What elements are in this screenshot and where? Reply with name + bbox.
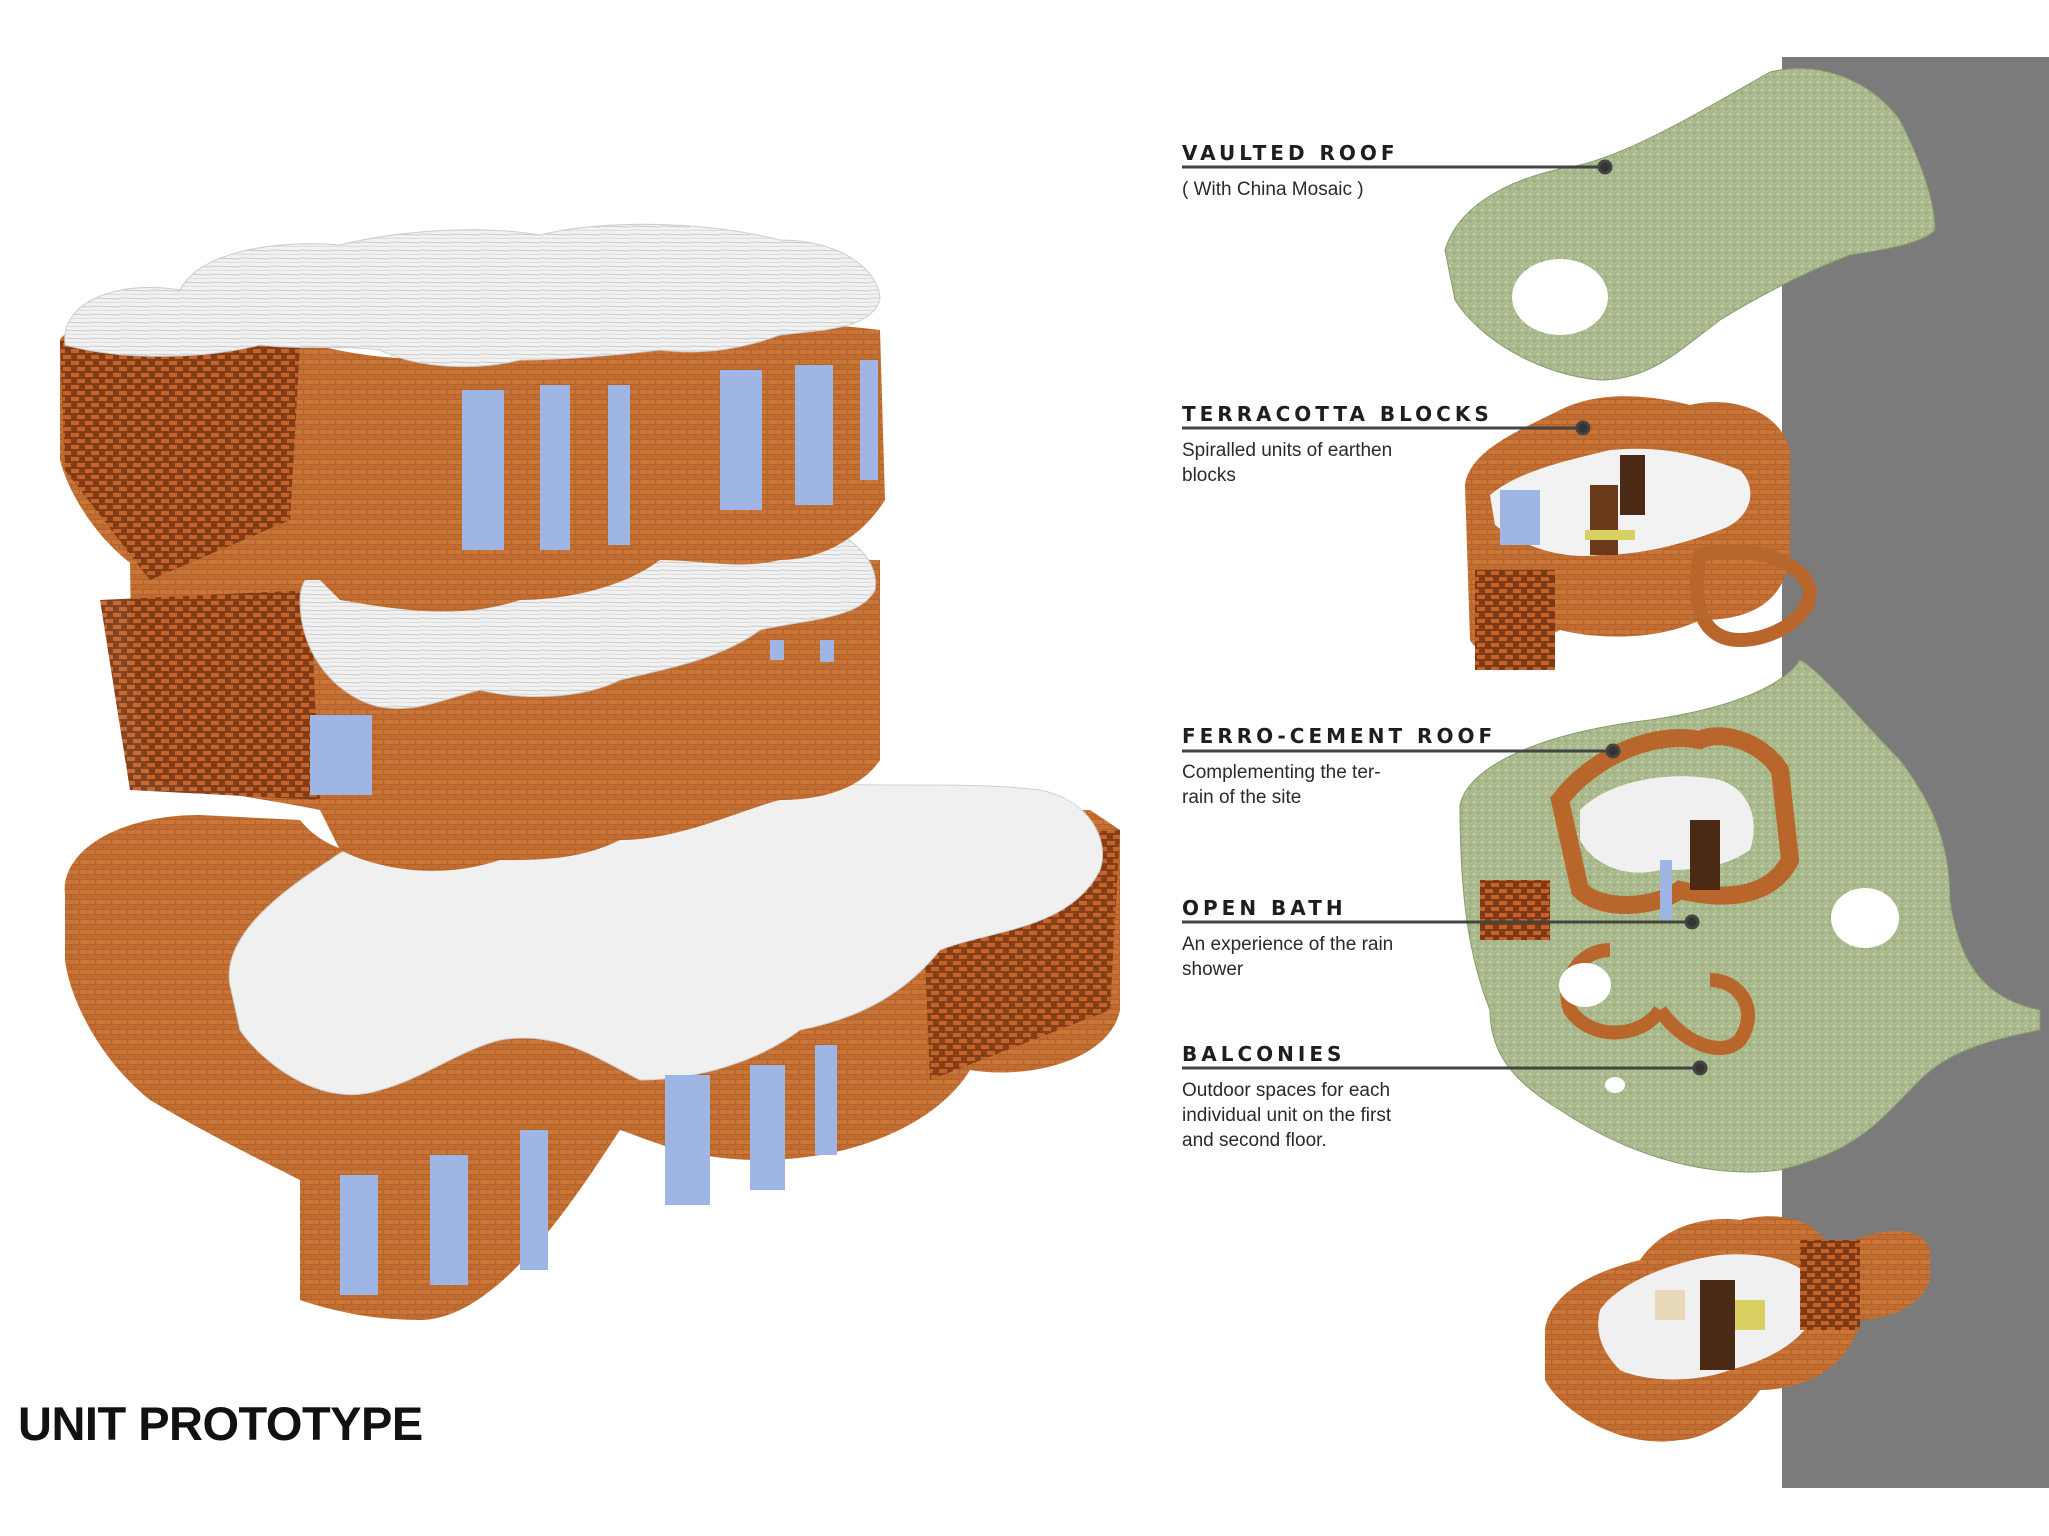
label-open-bath: OPEN BATH An experience of the rain show… bbox=[1182, 896, 1602, 982]
label-description: Spiralled units of earthen blocks bbox=[1182, 440, 1393, 486]
ferro-roof-opening-1 bbox=[1831, 888, 1899, 948]
label-title: BALCONIES bbox=[1182, 1042, 1346, 1066]
ferro-roof-opening-3 bbox=[1605, 1077, 1625, 1093]
callout-leaders bbox=[1182, 159, 1708, 1076]
label-vaulted-roof: VAULTED ROOF ( With China Mosaic ) bbox=[1182, 141, 1602, 202]
roof-slab bbox=[64, 223, 881, 368]
label-description: ( With China Mosaic ) bbox=[1182, 179, 1364, 200]
label-title: OPEN BATH bbox=[1182, 896, 1347, 920]
label-balconies: BALCONIES Outdoor spaces for each indivi… bbox=[1182, 1042, 1602, 1153]
ferro-cement-roof-slab bbox=[1459, 659, 2041, 1173]
second-floor-jali-screen bbox=[60, 340, 300, 580]
ground-floor-windows bbox=[340, 1045, 837, 1295]
label-title: VAULTED ROOF bbox=[1182, 141, 1399, 165]
label-title: FERRO-CEMENT ROOF bbox=[1182, 724, 1497, 748]
terracotta-blocks-model bbox=[1465, 396, 1818, 670]
ground-floor-plan-model bbox=[1545, 1216, 1930, 1442]
label-terracotta-blocks: TERRACOTTA BLOCKS Spiralled units of ear… bbox=[1182, 402, 1602, 488]
first-floor-windows bbox=[310, 640, 834, 795]
first-floor-jali-screen bbox=[100, 590, 320, 800]
first-floor-plan-model bbox=[1480, 727, 1800, 1056]
ferro-roof-opening-2 bbox=[1559, 963, 1611, 1007]
label-ferro-cement-roof: FERRO-CEMENT ROOF Complementing the ter-… bbox=[1182, 724, 1602, 810]
page-title: UNIT PROTOTYPE bbox=[18, 1397, 423, 1450]
label-description: Complementing the ter- rain of the site bbox=[1182, 762, 1381, 808]
second-floor-windows bbox=[462, 360, 878, 550]
label-title: TERRACOTTA BLOCKS bbox=[1182, 402, 1493, 426]
label-description: An experience of the rain shower bbox=[1182, 934, 1394, 980]
vaulted-roof-oculus bbox=[1512, 259, 1608, 335]
label-description: Outdoor spaces for each individual unit … bbox=[1182, 1080, 1392, 1151]
unit-prototype-model bbox=[60, 223, 1120, 1320]
